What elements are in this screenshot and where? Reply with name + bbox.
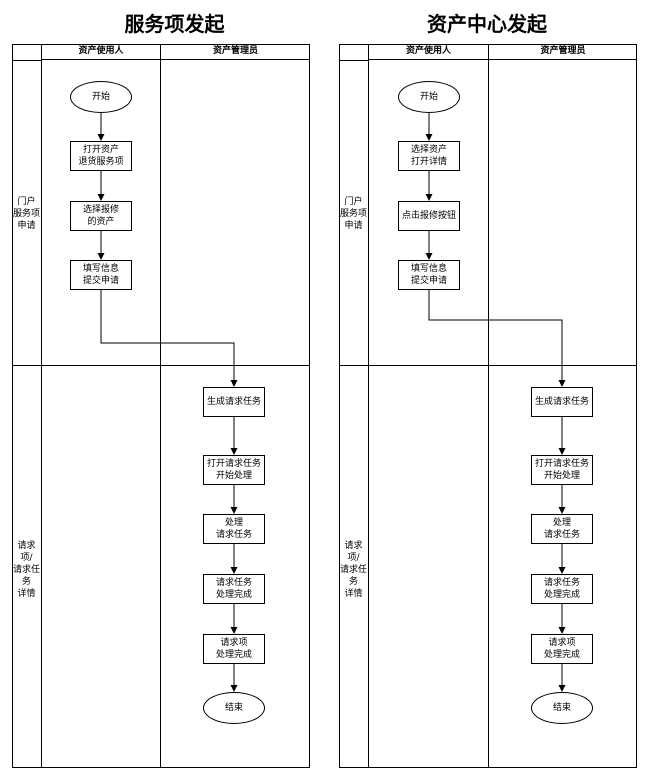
- right-header-row: [368, 44, 637, 60]
- left-column-header-admin: 资产管理员: [212, 46, 258, 56]
- left-lane-label-top: [12, 60, 41, 61]
- left-step-generate-task: 生成请求任务: [203, 387, 265, 417]
- right-lane-label-portal: 门户 服务项 申请: [339, 197, 367, 231]
- right-column-header-admin: 资产管理员: [540, 46, 586, 56]
- right-col-divider-2: [488, 44, 489, 768]
- right-column-header-user: 资产使用人: [405, 46, 451, 56]
- right-step-submit-request: 填写信息 提交申请: [398, 260, 460, 290]
- left-title: 服务项发起: [124, 12, 225, 36]
- left-end-node: 结束: [203, 692, 265, 724]
- right-step-open-task: 打开请求任务 开始处理: [531, 455, 593, 485]
- left-edge-n3-n4: [100, 290, 238, 387]
- left-step-open-return-service: 打开资产 退货服务项: [70, 141, 132, 171]
- right-title: 资产中心发起: [427, 12, 547, 36]
- left-step-submit-request: 填写信息 提交申请: [70, 260, 132, 290]
- right-step-task-complete: 请求任务 处理完成: [531, 574, 593, 604]
- right-step-open-asset-detail: 选择资产 打开详情: [398, 141, 460, 171]
- right-step-handle-task: 处理 请求任务: [531, 514, 593, 544]
- left-step-handle-task: 处理 请求任务: [203, 514, 265, 544]
- left-start-node: 开始: [70, 81, 132, 113]
- left-col-divider-1: [41, 44, 42, 768]
- left-step-task-complete: 请求任务 处理完成: [203, 574, 265, 604]
- right-step-generate-task: 生成请求任务: [531, 387, 593, 417]
- left-column-header-user: 资产使用人: [78, 46, 124, 56]
- left-lane-divider: [12, 365, 310, 366]
- right-start-node: 开始: [398, 81, 460, 113]
- right-edge-n3-n4: [428, 290, 566, 387]
- right-lane-label-top: [339, 60, 368, 61]
- right-end-node: 结束: [531, 692, 593, 724]
- left-step-select-asset: 选择报修 的资产: [70, 201, 132, 231]
- right-lane-divider: [339, 365, 637, 366]
- left-step-open-task: 打开请求任务 开始处理: [203, 455, 265, 485]
- right-step-item-complete: 请求项 处理完成: [531, 634, 593, 664]
- left-step-item-complete: 请求项 处理完成: [203, 634, 265, 664]
- left-header-row: [41, 44, 310, 60]
- right-step-click-repair: 点击报修按钮: [398, 201, 460, 231]
- right-col-divider-1: [368, 44, 369, 768]
- right-lane-label-request: 请求 项/ 请求任 务 详情: [339, 541, 367, 599]
- left-lane-label-portal: 门户 服务项 申请: [12, 197, 40, 231]
- left-col-divider-2: [160, 44, 161, 768]
- left-frame: [12, 44, 310, 768]
- left-lane-label-request: 请求 项/ 请求任 务 详情: [12, 541, 40, 599]
